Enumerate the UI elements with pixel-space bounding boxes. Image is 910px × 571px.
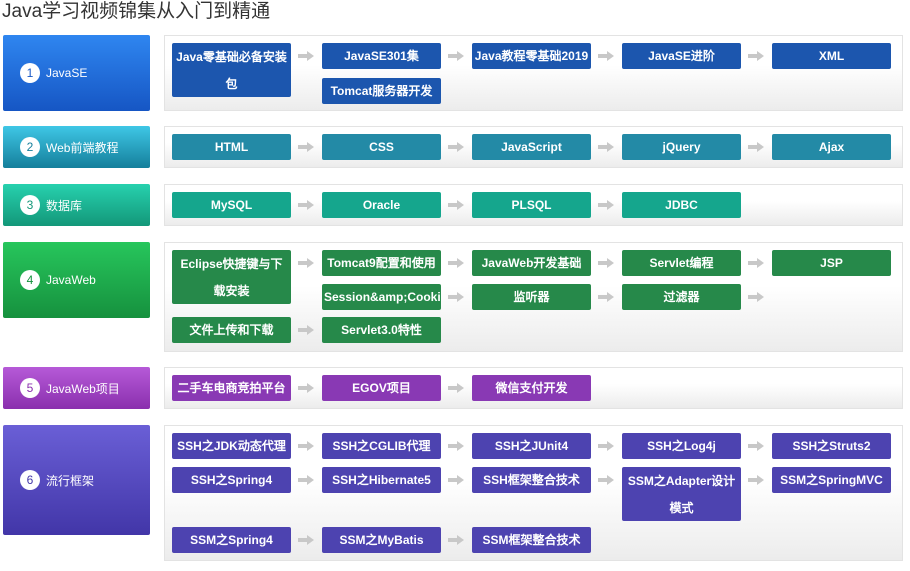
- course-item[interactable]: Servlet编程: [622, 250, 741, 276]
- arrow-right-icon: [298, 51, 314, 61]
- section-number: 4: [20, 270, 40, 290]
- arrow-right-icon: [598, 441, 614, 451]
- course-item[interactable]: SSM之SpringMVC: [772, 467, 891, 493]
- arrow-right-icon: [448, 535, 464, 545]
- course-item[interactable]: PLSQL: [472, 192, 591, 218]
- course-item[interactable]: Eclipse快捷键与下载安装: [172, 250, 291, 304]
- arrow-right-icon: [598, 51, 614, 61]
- course-item[interactable]: JavaSE301集: [322, 43, 441, 69]
- course-item[interactable]: XML: [772, 43, 891, 69]
- arrow-right-icon: [298, 475, 314, 485]
- course-item[interactable]: 微信支付开发: [472, 375, 591, 401]
- course-item[interactable]: SSH之Log4j: [622, 433, 741, 459]
- course-item[interactable]: SSH之JDK动态代理: [172, 433, 291, 459]
- course-item[interactable]: SSH之CGLIB代理: [322, 433, 441, 459]
- section-panel: MySQL Oracle PLSQL JDBC: [164, 184, 903, 226]
- arrow-right-icon: [298, 258, 314, 268]
- section-panel: Eclipse快捷键与下载安装 Tomcat9配置和使用 JavaWeb开发基础…: [164, 242, 903, 352]
- section-number: 1: [20, 63, 40, 83]
- course-item[interactable]: Ajax: [772, 134, 891, 160]
- section-panel: HTML CSS JavaScript jQuery Ajax: [164, 126, 903, 168]
- course-item[interactable]: SSH之Spring4: [172, 467, 291, 493]
- course-item[interactable]: Servlet3.0特性: [322, 317, 441, 343]
- arrow-right-icon: [448, 142, 464, 152]
- course-item[interactable]: SSH之Hibernate5: [322, 467, 441, 493]
- section-number: 3: [20, 195, 40, 215]
- course-item[interactable]: SSH之Struts2: [772, 433, 891, 459]
- course-item[interactable]: CSS: [322, 134, 441, 160]
- course-item[interactable]: SSM之Adapter设计模式: [622, 467, 741, 521]
- section-number: 2: [20, 137, 40, 157]
- course-item[interactable]: Session&amp;Cookie: [322, 284, 441, 310]
- arrow-right-icon: [298, 383, 314, 393]
- course-item[interactable]: SSM之Spring4: [172, 527, 291, 553]
- arrow-right-icon: [598, 258, 614, 268]
- arrow-right-icon: [748, 292, 764, 302]
- arrow-right-icon: [598, 142, 614, 152]
- course-item[interactable]: 监听器: [472, 284, 591, 310]
- section-number: 6: [20, 470, 40, 490]
- course-item[interactable]: JSP: [772, 250, 891, 276]
- arrow-right-icon: [748, 142, 764, 152]
- section-label[interactable]: 3 数据库: [3, 184, 150, 226]
- arrow-right-icon: [748, 475, 764, 485]
- course-item[interactable]: HTML: [172, 134, 291, 160]
- course-item[interactable]: 二手车电商竞拍平台: [172, 375, 291, 401]
- arrow-right-icon: [748, 441, 764, 451]
- section-label[interactable]: 4 JavaWeb: [3, 242, 150, 318]
- section-number: 5: [20, 378, 40, 398]
- arrow-right-icon: [448, 200, 464, 210]
- section-name: JavaWeb: [46, 273, 96, 287]
- arrow-right-icon: [598, 200, 614, 210]
- section-label[interactable]: 1 JavaSE: [3, 35, 150, 111]
- section-name: 流行框架: [46, 473, 95, 488]
- arrow-right-icon: [448, 51, 464, 61]
- course-item[interactable]: SSM框架整合技术: [472, 527, 591, 553]
- course-item[interactable]: Java零基础必备安装包: [172, 43, 291, 97]
- course-item[interactable]: SSH框架整合技术: [472, 467, 591, 493]
- arrow-right-icon: [448, 258, 464, 268]
- section-name: JavaWeb项目: [46, 381, 120, 396]
- section-panel: Java零基础必备安装包 JavaSE301集 Java教程零基础2019 Ja…: [164, 35, 903, 111]
- course-item[interactable]: Java教程零基础2019: [472, 43, 591, 69]
- section-panel: SSH之JDK动态代理 SSH之CGLIB代理 SSH之JUnit4 SSH之L…: [164, 425, 903, 561]
- course-item[interactable]: JDBC: [622, 192, 741, 218]
- course-item[interactable]: JavaSE进阶: [622, 43, 741, 69]
- course-item[interactable]: Tomcat9配置和使用: [322, 250, 441, 276]
- arrow-right-icon: [748, 51, 764, 61]
- section-label[interactable]: 6 流行框架: [3, 425, 150, 535]
- arrow-right-icon: [598, 475, 614, 485]
- course-item[interactable]: SSM之MyBatis: [322, 527, 441, 553]
- section-label[interactable]: 2 Web前端教程: [3, 126, 150, 168]
- arrow-right-icon: [598, 292, 614, 302]
- course-item[interactable]: 过滤器: [622, 284, 741, 310]
- arrow-right-icon: [448, 383, 464, 393]
- arrow-right-icon: [448, 292, 464, 302]
- arrow-right-icon: [448, 475, 464, 485]
- arrow-right-icon: [298, 535, 314, 545]
- course-item[interactable]: EGOV项目: [322, 375, 441, 401]
- course-item[interactable]: Oracle: [322, 192, 441, 218]
- section-label[interactable]: 5 JavaWeb项目: [3, 367, 150, 409]
- section-name: Web前端教程: [46, 140, 119, 155]
- arrow-right-icon: [298, 200, 314, 210]
- course-item[interactable]: MySQL: [172, 192, 291, 218]
- course-item[interactable]: jQuery: [622, 134, 741, 160]
- arrow-right-icon: [748, 258, 764, 268]
- course-item[interactable]: Tomcat服务器开发: [322, 78, 441, 104]
- course-item[interactable]: 文件上传和下载: [172, 317, 291, 343]
- section-name: JavaSE: [46, 66, 88, 80]
- section-panel: 二手车电商竞拍平台 EGOV项目 微信支付开发: [164, 367, 903, 409]
- arrow-right-icon: [298, 142, 314, 152]
- arrow-right-icon: [448, 441, 464, 451]
- arrow-right-icon: [298, 441, 314, 451]
- arrow-right-icon: [298, 325, 314, 335]
- course-item[interactable]: JavaScript: [472, 134, 591, 160]
- course-item[interactable]: JavaWeb开发基础: [472, 250, 591, 276]
- course-item[interactable]: SSH之JUnit4: [472, 433, 591, 459]
- page-title: Java学习视频锦集从入门到精通: [2, 1, 271, 22]
- section-name: 数据库: [46, 198, 83, 213]
